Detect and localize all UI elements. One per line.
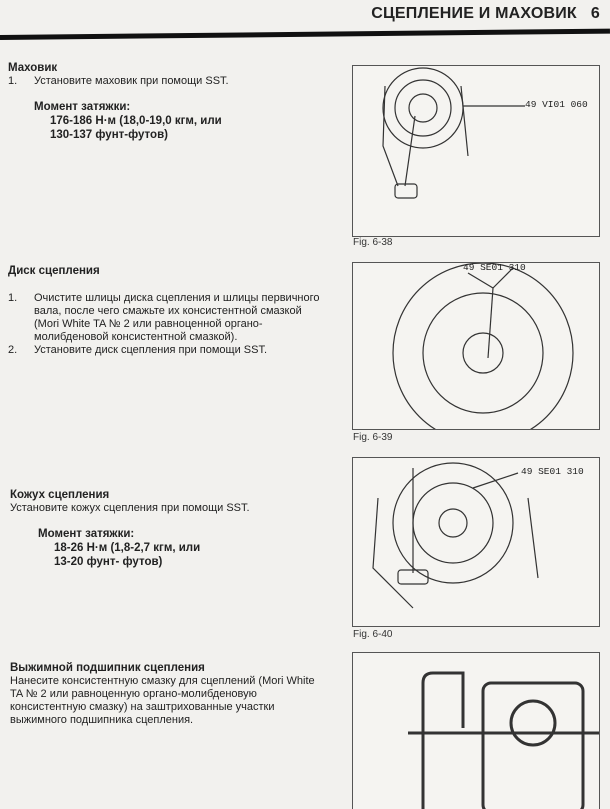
section-title: Маховик [8, 62, 58, 74]
item-number: 1. [8, 292, 18, 304]
clutch-disc-illustration [392, 263, 574, 429]
header-rule [0, 28, 610, 40]
item-text: Установите диск сцепления при помощи SST… [34, 344, 268, 356]
section-text: Установите кожух сцепления при помощи SS… [10, 502, 250, 514]
section-flywheel: Маховик 1. Установите маховик при помощи … [8, 62, 338, 142]
figure-release-bearing [352, 652, 600, 809]
header-title: СЦЕПЛЕНИЕ И МАХОВИК [371, 5, 577, 22]
torque-value: 176-186 Н·м (18,0-19,0 кгм, или [50, 115, 222, 127]
section-release-bearing: Выжимной подшипник сцепления Нанесите ко… [10, 662, 330, 727]
section-clutch-cover: Кожух сцепления Установите кожух сцеплен… [10, 489, 340, 569]
figure-callout: 49 SE01 310 [521, 466, 584, 477]
figure-label: Fig. 6-38 [353, 237, 393, 248]
clutch-cover-illustration [372, 462, 539, 609]
torque-spec: Момент затяжки: 18-26 Н·м (1,8-2,7 кгм, … [38, 527, 340, 569]
flywheel-illustration [382, 67, 525, 199]
torque-label: Момент затяжки: [38, 528, 135, 540]
section-clutch-disc: Диск сцепления 1. Очистите шлицы диска сц… [8, 265, 328, 357]
section-text: Нанесите консистентную смазку для сцепле… [10, 675, 315, 726]
page-header: СЦЕПЛЕНИЕ И МАХОВИК 6 [371, 5, 600, 23]
figure-clutch-disc: 49 SE01 310 [352, 262, 600, 430]
item-text: Установите маховик при помощи SST. [34, 75, 229, 87]
release-bearing-illustration [408, 671, 599, 809]
figure-clutch-cover: 49 SE01 310 [352, 457, 600, 627]
list-item: 1. Очистите шлицы диска сцепления и шлицы… [8, 292, 328, 344]
torque-label: Момент затяжки: [34, 101, 131, 113]
torque-value: 18-26 Н·м (1,8-2,7 кгм, или [54, 542, 201, 554]
section-title: Кожух сцепления [10, 489, 110, 501]
section-title: Выжимной подшипник сцепления [10, 662, 205, 674]
torque-value: 130-137 фунт-футов) [50, 129, 168, 141]
section-title: Диск сцепления [8, 265, 100, 277]
figure-flywheel: 49 VI01 060 [352, 65, 600, 237]
list-item: 1. Установите маховик при помощи SST. [8, 75, 338, 88]
item-number: 1. [8, 75, 18, 87]
page-number: 6 [590, 5, 600, 22]
figure-callout: 49 VI01 060 [525, 99, 588, 110]
figure-callout: 49 SE01 310 [463, 262, 526, 273]
item-text: Очистите шлицы диска сцепления и шлицы п… [34, 292, 320, 343]
torque-spec: Момент затяжки: 176-186 Н·м (18,0-19,0 к… [34, 100, 338, 142]
figure-label: Fig. 6-39 [353, 432, 393, 443]
list-item: 2. Установите диск сцепления при помощи S… [8, 344, 328, 357]
torque-value: 13-20 фунт- футов) [54, 556, 163, 568]
figure-label: Fig. 6-40 [353, 629, 393, 640]
item-number: 2. [8, 344, 18, 356]
